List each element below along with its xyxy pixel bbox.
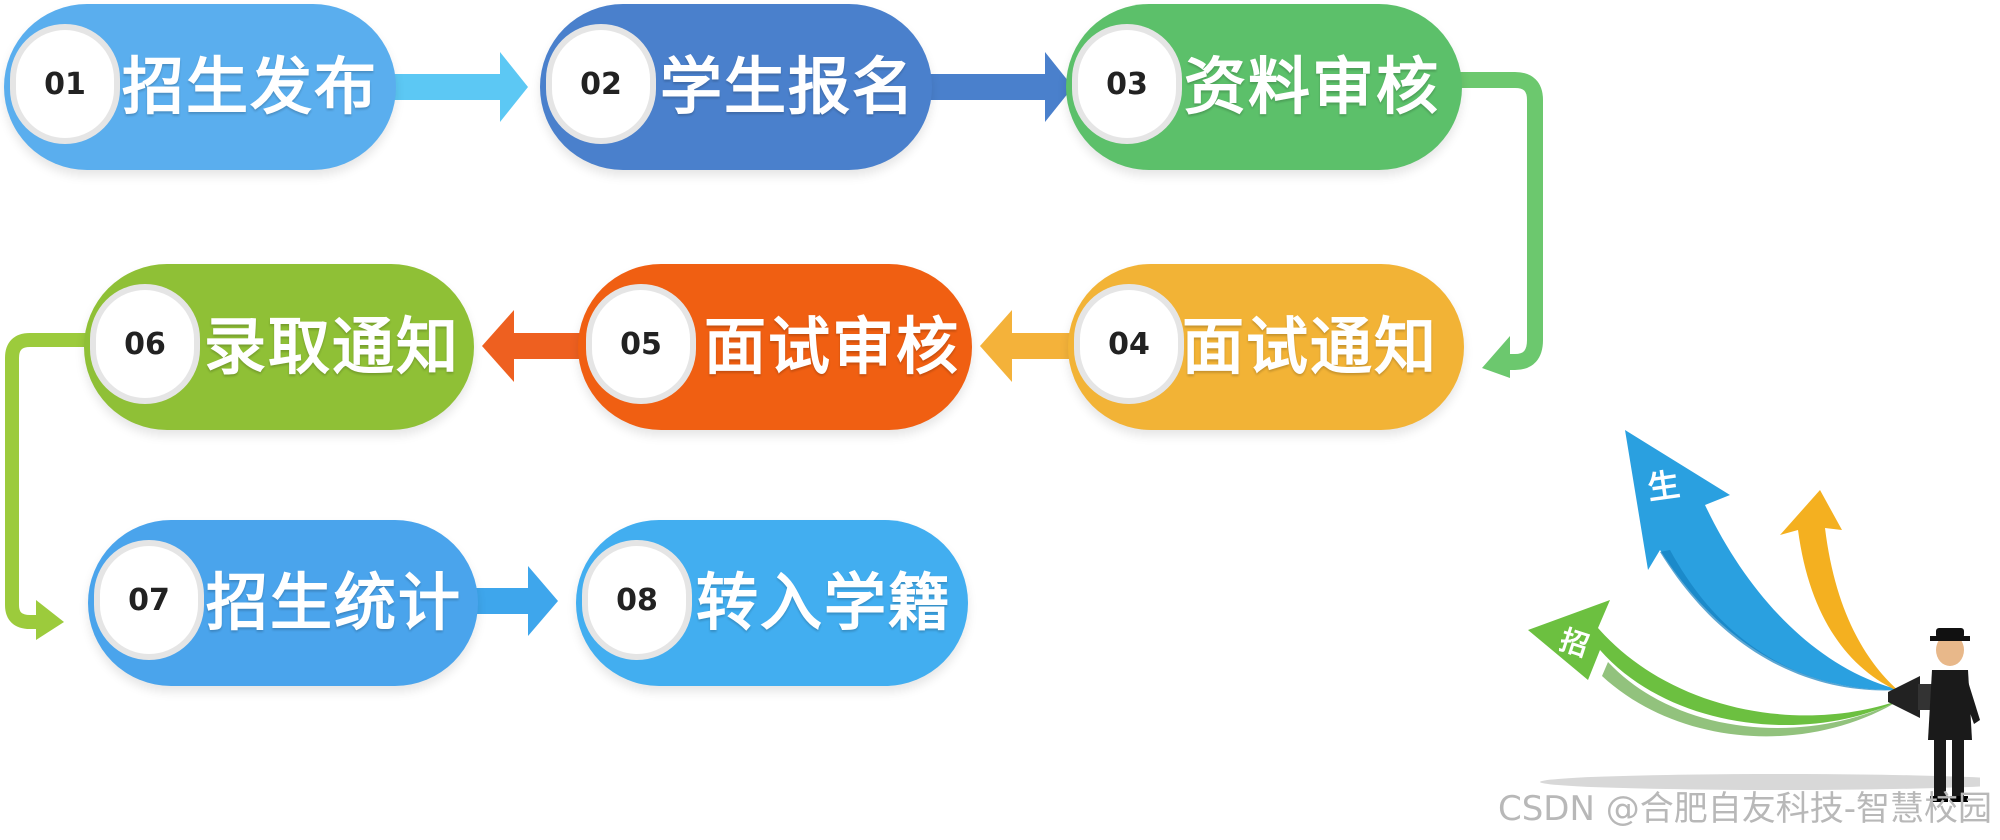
- step-number: 07: [128, 582, 170, 618]
- blue-curved-arrow: 生: [1625, 430, 1900, 691]
- yellow-curved-arrow: [1780, 490, 1900, 692]
- arrow-03-to-04: [1447, 72, 1543, 378]
- green-curved-arrow: 招: [1528, 600, 1900, 737]
- step-01: 01 招生发布: [4, 4, 396, 170]
- step-label: 资料审核: [1184, 50, 1441, 123]
- blue-arrow-char: 生: [1645, 465, 1682, 507]
- step-label: 面试通知: [1182, 310, 1439, 383]
- step-label: 面试审核: [704, 310, 961, 383]
- step-number-badge: 05: [586, 284, 696, 404]
- arrow-06-to-07: [4, 333, 99, 640]
- step-number: 08: [616, 582, 658, 618]
- step-number: 02: [580, 66, 622, 102]
- step-number: 06: [124, 326, 166, 362]
- person-figure: [1928, 628, 1980, 802]
- step-number: 03: [1106, 66, 1148, 102]
- step-number-badge: 04: [1074, 284, 1184, 404]
- step-number-badge: 01: [10, 24, 120, 144]
- step-number: 05: [620, 326, 662, 362]
- step-number-badge: 06: [90, 284, 200, 404]
- step-number: 01: [44, 66, 86, 102]
- watermark: CSDN @合肥自友科技-智慧校园: [1497, 789, 1992, 829]
- step-number-badge: 08: [582, 540, 692, 660]
- step-label: 转入学籍: [696, 566, 953, 639]
- megaphone-icon: [1888, 676, 1934, 718]
- step-02: 02 学生报名: [540, 4, 932, 170]
- step-06: 06 录取通知: [84, 264, 474, 430]
- step-label: 招生统计: [206, 566, 463, 639]
- step-08: 08 转入学籍: [576, 520, 968, 686]
- step-07: 07 招生统计: [88, 520, 478, 686]
- step-label: 学生报名: [660, 50, 917, 123]
- step-number-badge: 02: [546, 24, 656, 144]
- step-number: 04: [1108, 326, 1150, 362]
- step-04: 04 面试通知: [1068, 264, 1464, 430]
- step-label: 录取通知: [204, 310, 461, 383]
- ground-shadow: [1540, 774, 1980, 790]
- step-number-badge: 07: [94, 540, 204, 660]
- arrow-05-to-06: [482, 310, 590, 382]
- arrow-02-to-03: [930, 52, 1073, 122]
- recruitment-illustration: 生 招: [1528, 430, 1980, 802]
- step-03: 03 资料审核: [1066, 4, 1462, 170]
- arrow-01-to-02: [392, 52, 528, 122]
- step-05: 05 面试审核: [578, 264, 972, 430]
- step-label: 招生发布: [122, 50, 379, 123]
- step-number-badge: 03: [1072, 24, 1182, 144]
